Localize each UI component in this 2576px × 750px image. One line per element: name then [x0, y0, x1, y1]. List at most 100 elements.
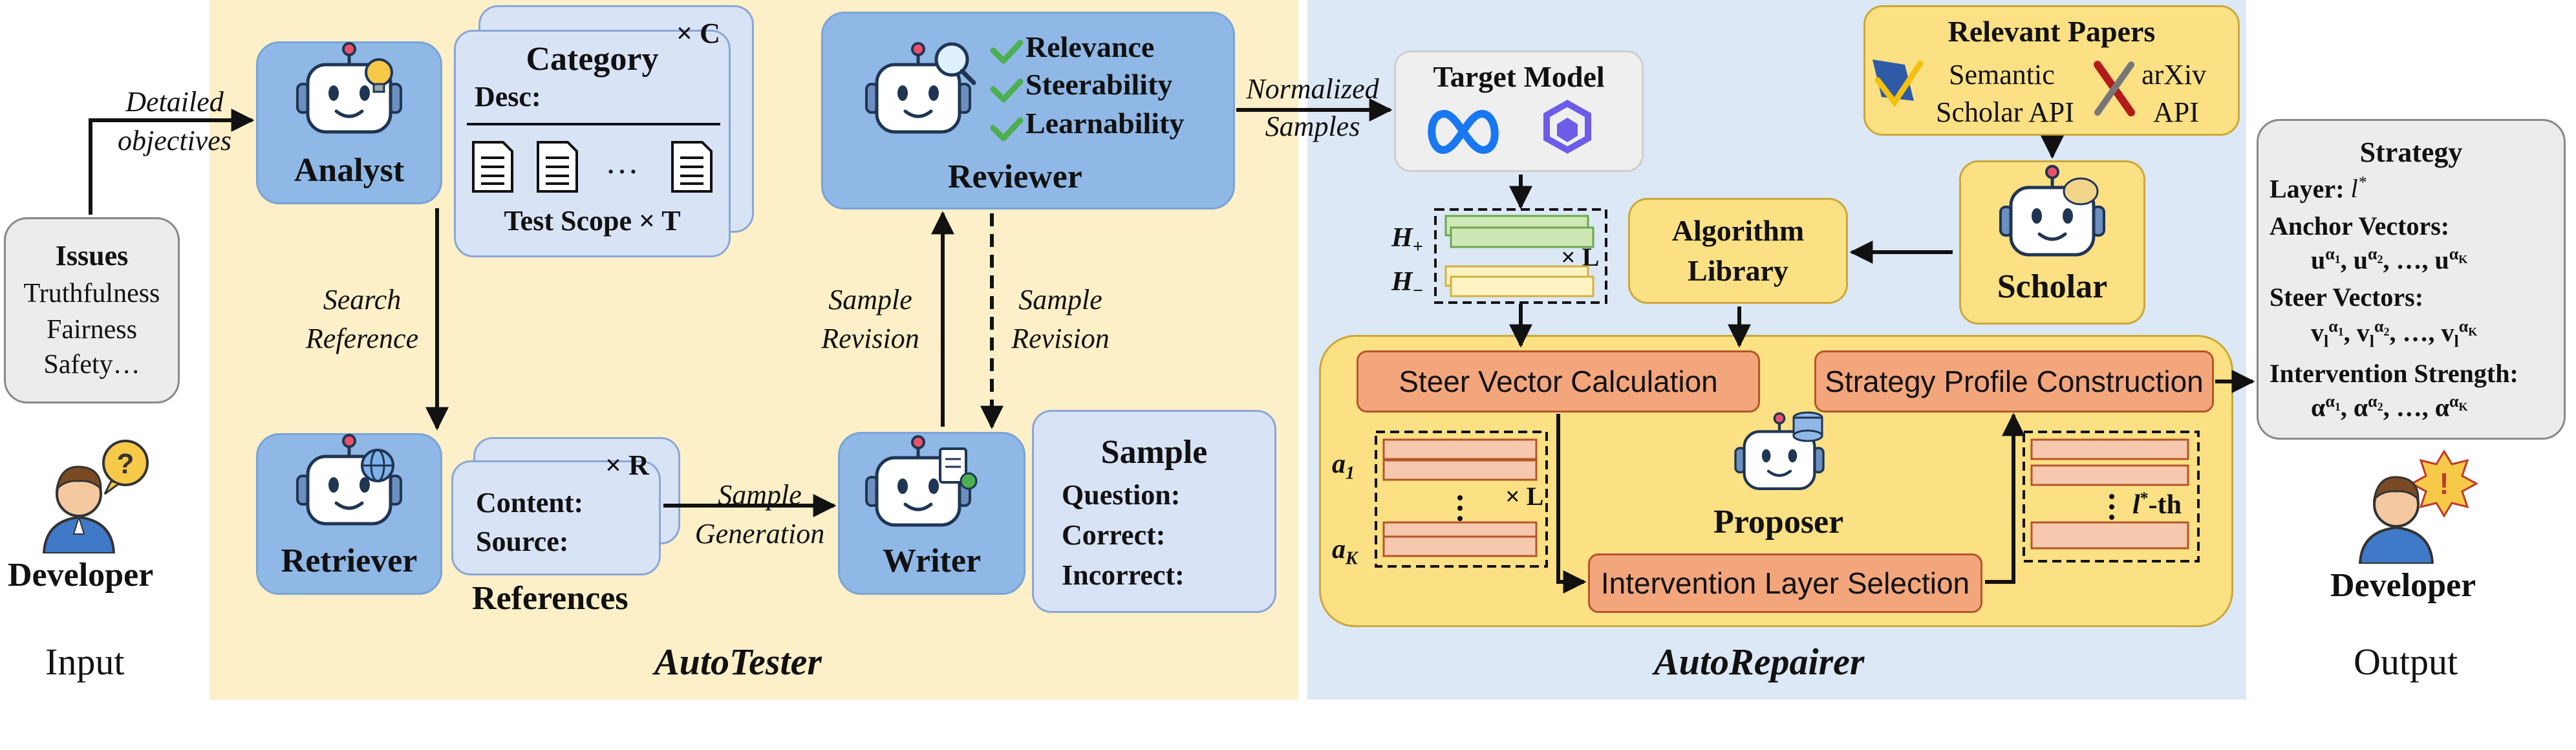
sample-title: Sample	[1100, 434, 1208, 471]
semantic-scholar-line1: Semantic	[1949, 59, 2055, 91]
algorithm-library-line: Library	[1688, 254, 1788, 287]
document-icon	[671, 141, 713, 193]
issue-item: Truthfulness	[23, 279, 160, 308]
references-caption: References	[472, 580, 628, 617]
edge-reference: Reference	[305, 323, 419, 354]
clipboard-icon	[939, 447, 978, 490]
hidden-state-stack	[1434, 208, 1607, 304]
references-mult: × R	[605, 449, 649, 481]
layer-stack	[2023, 431, 2200, 562]
edge-sample-rev-left: Sample	[828, 284, 912, 316]
strategy-layer-value: l*	[2350, 173, 2367, 204]
ak-sub: K	[1346, 548, 1358, 569]
edge-detailed: Detailed	[125, 86, 224, 118]
scholar-label: Scholar	[1997, 268, 2108, 305]
references-source: Source:	[476, 526, 569, 557]
strategy-anchor-label: Anchor Vectors:	[2270, 211, 2450, 241]
h-plus-label: H+	[1391, 222, 1423, 257]
database-icon	[1792, 411, 1823, 442]
check-icons	[990, 39, 1024, 142]
semantic-scholar-line2: Scholar API	[1936, 96, 2074, 128]
h-minus-label: H−	[1391, 266, 1424, 301]
svg-text:?: ?	[117, 448, 134, 480]
issues-title: Issues	[55, 240, 129, 272]
sample-field: Incorrect:	[1062, 559, 1185, 591]
h-plus-text: H	[1391, 223, 1413, 253]
strategy-box	[2257, 119, 2566, 440]
algorithm-library-box	[1628, 198, 1848, 304]
output-label: Output	[2354, 641, 2458, 683]
category-mult: × C	[676, 17, 720, 49]
strategy-profile-step: Strategy Profile Construction	[1814, 350, 2214, 412]
issues-box	[4, 217, 180, 403]
document-icon	[537, 141, 578, 193]
target-model-box	[1394, 50, 1644, 172]
strategy-title: Strategy	[2359, 136, 2463, 168]
steer-vector-stack	[1375, 431, 1548, 568]
anchor-vectors-formula: uα1, uα2, …, uαK	[2311, 244, 2468, 275]
flow-arrows	[89, 98, 2255, 594]
strategy-steer-label: Steer Vectors:	[2270, 283, 2424, 312]
category-footer: Test Scope × T	[504, 205, 681, 237]
retriever-label: Retriever	[281, 542, 418, 579]
arxiv-icon	[2094, 61, 2135, 116]
edge-normalized: Normalized	[1246, 73, 1379, 105]
category-divider	[467, 123, 720, 125]
sample-field: Correct:	[1062, 519, 1166, 551]
a1-text: a	[1332, 449, 1346, 479]
sample-card	[1032, 410, 1276, 613]
target-model-title: Target Model	[1433, 60, 1605, 93]
lth-label: l*-th	[2132, 489, 2182, 520]
strength-formula: αα1, αα2, …, ααK	[2311, 392, 2468, 422]
steer-vectors-formula: vlα1, vlα2, …, vlαK	[2311, 317, 2478, 351]
edge-revision-right: Revision	[1011, 323, 1110, 354]
developer-thinking-icon: ?	[28, 437, 158, 553]
a1-sub: 1	[1346, 463, 1355, 484]
edge-search: Search	[323, 284, 402, 316]
ak-text: a	[1332, 535, 1346, 564]
a1-label: a1	[1332, 449, 1355, 484]
input-label: Input	[45, 641, 125, 683]
edge-generation: Generation	[694, 518, 825, 550]
category-title: Category	[526, 41, 659, 78]
magnifier-icon	[934, 42, 976, 85]
developer-right-label: Developer	[2330, 567, 2476, 604]
reviewer-check: Learnability	[1025, 107, 1185, 140]
globe-icon	[361, 449, 394, 482]
lth-text: -th	[2148, 490, 2182, 520]
autorepairer-label: AutoRepairer	[1654, 641, 1865, 683]
arxiv-line1: arXiv	[2141, 59, 2207, 91]
vector-mult: × L	[1505, 482, 1544, 511]
h-minus-text: H	[1391, 267, 1413, 297]
brain-icon	[2063, 177, 2099, 206]
arxiv-line2: API	[2153, 96, 2199, 128]
edge-objectives: objectives	[118, 125, 231, 156]
algorithm-library-line: Algorithm	[1671, 214, 1805, 247]
developer-alert-icon: !	[2341, 447, 2483, 564]
relevant-papers-title: Relevant Papers	[1948, 15, 2156, 48]
document-icon	[472, 141, 513, 193]
reviewer-check: Relevance	[1025, 30, 1155, 63]
strategy-strength-label: Intervention Strength:	[2270, 359, 2518, 388]
writer-label: Writer	[882, 542, 982, 579]
relevant-papers-box	[1863, 5, 2240, 136]
sample-field: Question:	[1062, 479, 1181, 511]
autotester-label: AutoTester	[654, 641, 822, 683]
meta-logo-icon	[1428, 110, 1499, 154]
references-card	[451, 460, 661, 575]
issue-item: Fairness	[47, 315, 137, 345]
steer-vector-step: Steer Vector Calculation	[1357, 350, 1760, 412]
developer-left-label: Developer	[8, 557, 154, 594]
analyst-label: Analyst	[294, 152, 405, 189]
lightbulb-icon	[365, 58, 393, 93]
proposer-label: Proposer	[1713, 504, 1844, 541]
category-desc: Desc:	[475, 81, 541, 112]
reviewer-label: Reviewer	[948, 158, 1082, 195]
edge-samples: Samples	[1265, 111, 1360, 142]
layer-selection-step: Intervention Layer Selection	[1588, 553, 1982, 613]
h-minus-sub: −	[1412, 281, 1424, 301]
strategy-layer-label: Layer:	[2270, 174, 2345, 204]
issue-item: Safety…	[43, 350, 140, 380]
reviewer-check: Steerability	[1025, 68, 1173, 101]
